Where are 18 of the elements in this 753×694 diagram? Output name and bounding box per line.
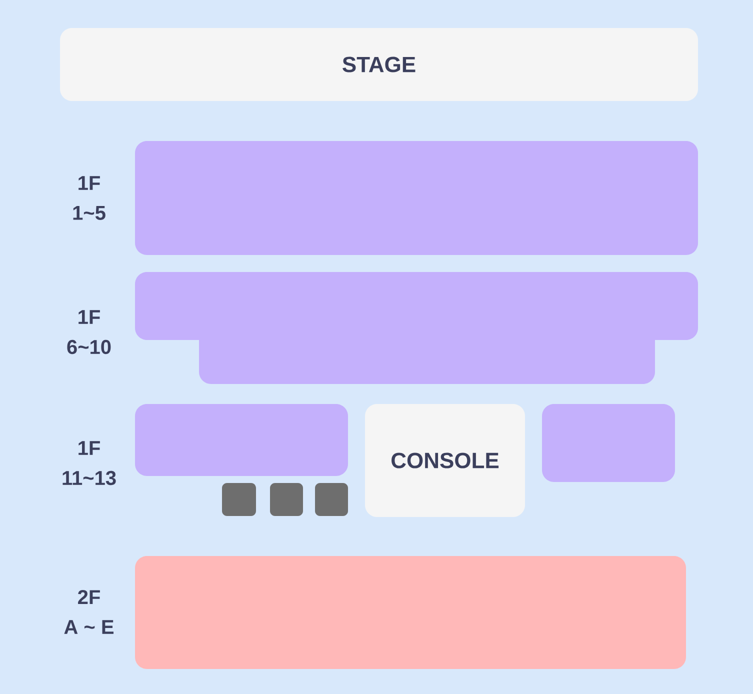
row-label: 1F — [78, 441, 100, 455]
seat-square — [270, 483, 303, 516]
row-label: 1F — [78, 176, 100, 190]
seating-block — [135, 141, 698, 255]
console-box: CONSOLE — [365, 404, 525, 517]
seating-block — [135, 272, 698, 384]
row-label: 11~13 — [62, 470, 116, 486]
row-label: 2F — [78, 590, 100, 604]
row-label: A ~ E — [64, 620, 114, 634]
row-label: 6~10 — [67, 340, 111, 354]
row-label: 1~5 — [73, 206, 106, 220]
seat-square — [315, 483, 348, 516]
row-label: 1F — [78, 310, 100, 324]
seating-block — [135, 404, 348, 476]
stage-area: STAGE — [60, 28, 698, 101]
seat-square — [222, 483, 256, 516]
seating-block — [542, 404, 675, 482]
seating-block — [135, 556, 686, 669]
